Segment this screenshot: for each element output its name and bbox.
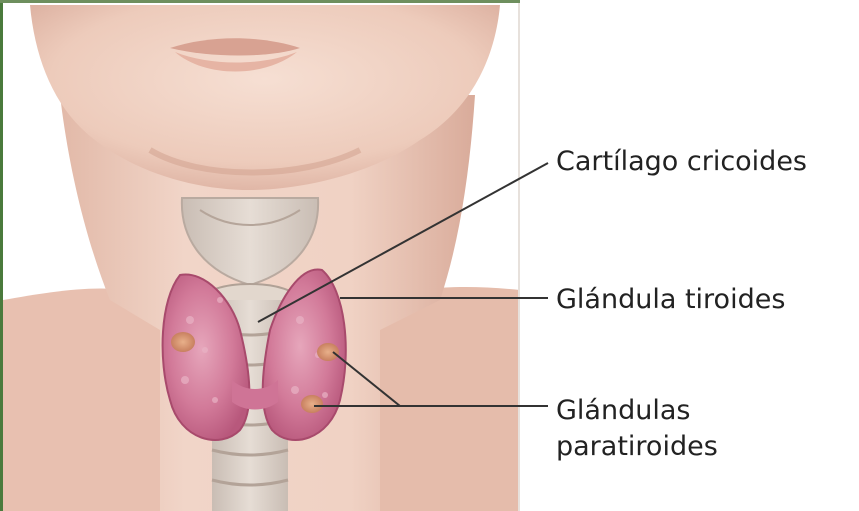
label-thyroid-gland: Glándula tiroides [556, 283, 785, 316]
label-parathyroid-line1: Glándulas [556, 394, 690, 427]
label-cricoid-cartilage: Cartílago cricoides [556, 145, 807, 178]
neck-illustration [3, 3, 520, 511]
left-frame-edge [0, 0, 3, 511]
label-parathyroid-line2: paratiroides [556, 430, 718, 463]
top-frame-edge [0, 0, 520, 3]
